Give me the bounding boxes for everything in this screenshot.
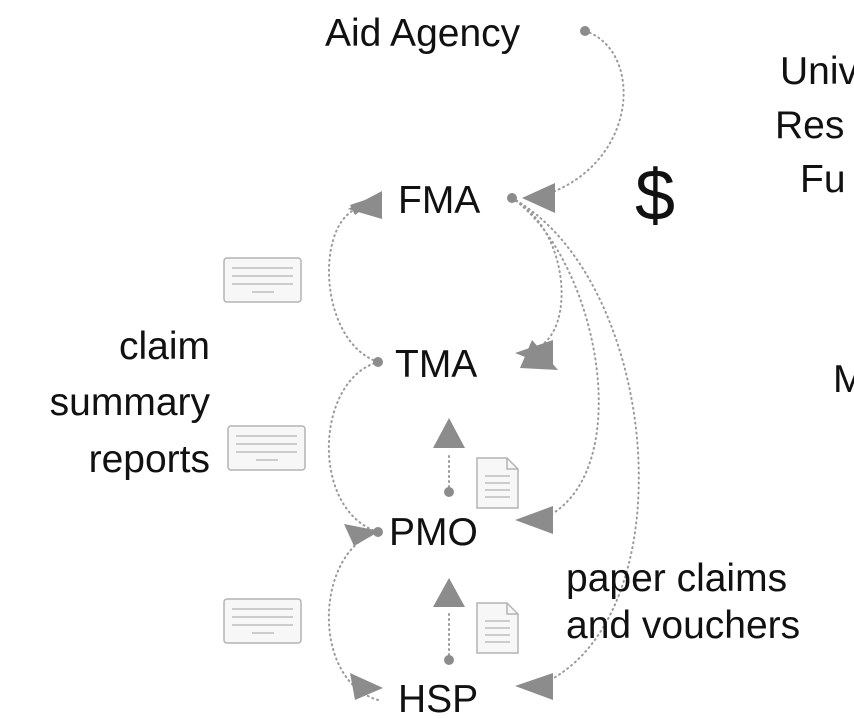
paper-claims-line1: paper claims	[566, 557, 788, 600]
connector-tma-to-fma	[328, 206, 379, 363]
hsp-dot	[444, 655, 454, 665]
claim-summary-reports-line2: summary	[49, 381, 210, 424]
arrowhead-into-hsp-left	[350, 673, 383, 700]
clipped-text-line3: Fu	[800, 158, 846, 201]
pmo-dot	[444, 487, 454, 497]
arrowhead-up-to-tma	[433, 418, 465, 448]
connector-pmo-to-tma	[327, 361, 379, 533]
summary-report-icon	[223, 598, 302, 644]
arrowhead-up-to-pmo	[433, 578, 465, 607]
claim-summary-reports-line3: reports	[88, 438, 210, 481]
arrowhead-into-tma-top	[520, 340, 558, 370]
claim-summary-reports-line1: claim	[118, 325, 210, 368]
paper-document-icon	[476, 602, 519, 654]
node-fma: FMA	[398, 179, 481, 222]
arrowhead-into-hsp-right	[515, 673, 553, 700]
arrowhead-left-of-fma	[348, 191, 382, 219]
node-pmo: PMO	[389, 511, 478, 554]
aid-agency-dot	[580, 26, 590, 36]
connector-aid-to-fma	[534, 30, 625, 199]
node-aid-agency: Aid Agency	[325, 12, 521, 55]
funding-dollar-symbol: $	[635, 156, 676, 236]
clipped-text-line1: Univ	[780, 50, 854, 93]
clipped-text-line4: M	[833, 358, 854, 401]
arrowhead-into-fma	[522, 183, 555, 213]
arrowhead-into-pmo-right	[515, 506, 553, 534]
paper-claims-line2: and vouchers	[566, 604, 801, 647]
connector-fma-to-pmo	[511, 197, 600, 521]
fma-dot	[507, 193, 517, 203]
tma-dot	[373, 357, 383, 367]
clipped-text-line2: Res	[775, 104, 845, 147]
paper-document-icon	[476, 457, 519, 509]
connector-fma-to-hsp	[511, 197, 640, 686]
node-hsp: HSP	[398, 678, 479, 719]
connector-fma-to-tma	[511, 197, 563, 348]
arrowhead-into-pmo-left	[344, 524, 380, 546]
summary-report-icon	[223, 257, 302, 303]
node-tma: TMA	[395, 343, 478, 386]
summary-report-icon	[227, 425, 306, 471]
